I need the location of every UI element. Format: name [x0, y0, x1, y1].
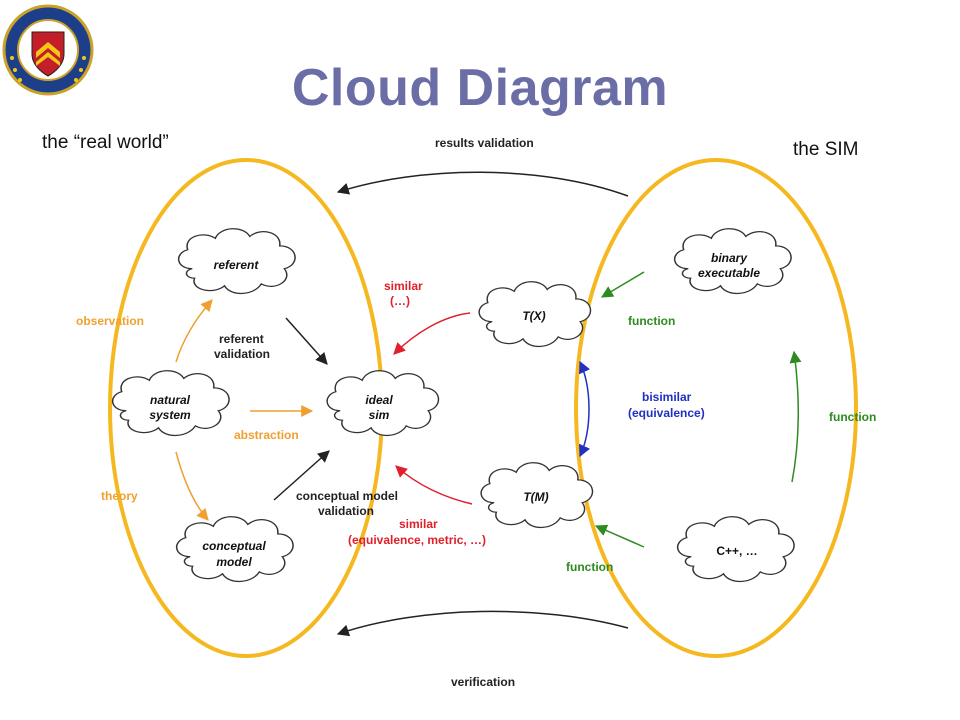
- binary-executable-text-1: binary: [711, 251, 748, 265]
- bisimilar-arrow: [579, 360, 590, 458]
- function-bottom-label: function: [566, 560, 613, 574]
- conceptual-model-text-1: conceptual: [202, 539, 266, 553]
- function-bottom-arrow: [594, 524, 645, 548]
- function-top-arrow: [600, 271, 645, 298]
- sim-label: the SIM: [793, 139, 859, 160]
- observation-label: observation: [76, 314, 144, 328]
- similar-bottom-arrow: [395, 465, 473, 505]
- verification-arrow: [336, 610, 629, 637]
- similar-top-label-1: similar: [384, 279, 423, 293]
- natural-system-text-1: natural: [150, 393, 191, 407]
- cpp-text: C++, …: [716, 544, 757, 558]
- sim-ellipse: [574, 158, 858, 658]
- abstraction-label: abstraction: [234, 428, 299, 442]
- theory-label: theory: [101, 489, 138, 503]
- referent-validation-label-1: referent: [219, 332, 264, 346]
- binary-executable-text-2: executable: [698, 266, 760, 280]
- results-validation-label: results validation: [435, 136, 534, 150]
- tx-text: T(X): [522, 309, 545, 323]
- conceptual-model-text-2: model: [216, 555, 252, 569]
- conceptual-model-validation-label-1: conceptual model: [296, 489, 398, 503]
- bisimilar-label-2: (equivalence): [628, 406, 705, 420]
- similar-top-label-2: (…): [390, 294, 410, 308]
- referent-validation-label-2: validation: [214, 347, 270, 361]
- real-world-label: the “real world”: [42, 132, 169, 153]
- function-top-label: function: [628, 314, 675, 328]
- results-validation-arrow: [336, 171, 629, 197]
- tm-text: T(M): [523, 490, 548, 504]
- referent-text: referent: [214, 258, 260, 272]
- similar-bottom-label-2: (equivalence, metric, …): [348, 533, 486, 547]
- page-title: Cloud Diagram: [291, 59, 669, 117]
- similar-bottom-label-1: similar: [399, 517, 438, 531]
- ideal-sim-text-2: sim: [369, 408, 390, 422]
- function-right-label: function: [829, 410, 876, 424]
- observation-arrow: [175, 299, 213, 363]
- conceptual-model-validation-arrow: [273, 450, 330, 501]
- ideal-sim-text-1: ideal: [365, 393, 393, 407]
- similar-top-arrow: [393, 312, 471, 355]
- bisimilar-label-1: bisimilar: [642, 390, 692, 404]
- theory-arrow: [175, 451, 209, 521]
- verification-label: verification: [451, 675, 515, 689]
- logo-seal-icon: [2, 4, 94, 96]
- function-right-arrow: [789, 350, 802, 483]
- conceptual-model-validation-label-2: validation: [318, 504, 374, 518]
- referent-validation-arrow: [285, 317, 328, 365]
- natural-system-text-2: system: [149, 408, 191, 422]
